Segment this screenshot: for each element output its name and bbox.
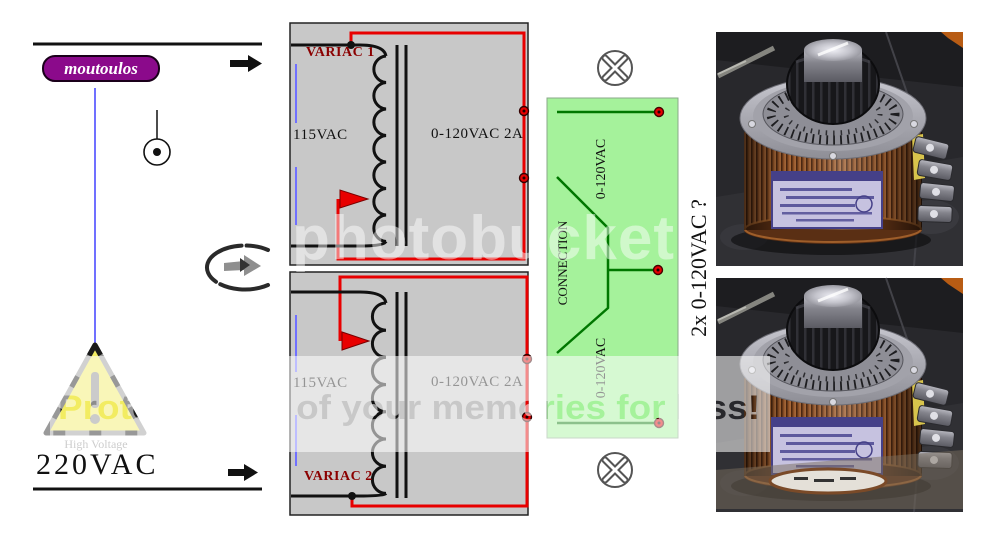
watermark-tagline-band: Protect more of your memories for less! xyxy=(50,356,770,452)
arrow-right-bottom-icon xyxy=(228,464,258,481)
variac-photos xyxy=(716,32,963,513)
author-badge: moutoulos xyxy=(42,55,160,82)
question-label: 2x 0-120VAC ? xyxy=(686,199,711,337)
variac1-coil xyxy=(372,54,387,243)
variac2-wiper-arrow xyxy=(341,331,371,351)
variac1-output-label: 0-120VAC 2A xyxy=(431,126,524,142)
photo-variac-bottom xyxy=(716,278,963,512)
screw-icon-bottom xyxy=(597,452,633,488)
screw-icon-top xyxy=(597,50,633,86)
variac1-terminals xyxy=(518,105,530,184)
connection-output-top-label: 0-120VAC xyxy=(594,138,609,200)
variac2-title: VARIAC 2 xyxy=(304,469,373,484)
variac1-red-wire xyxy=(336,31,526,261)
rotate-icon xyxy=(205,243,270,292)
connection-series-link xyxy=(556,176,610,354)
watermark-logo: photobucket xyxy=(292,204,675,273)
variac1-input-label: 115VAC xyxy=(293,127,348,143)
variac1-box xyxy=(289,22,530,266)
variac1-wiper-arrow xyxy=(339,189,370,209)
arrow-right-top-icon xyxy=(230,55,262,72)
indicator-symbol xyxy=(143,110,171,166)
mains-voltage-label: 220VAC xyxy=(36,448,159,481)
photo-variac-top xyxy=(716,32,963,266)
variac1-title: VARIAC 1 xyxy=(306,45,375,60)
